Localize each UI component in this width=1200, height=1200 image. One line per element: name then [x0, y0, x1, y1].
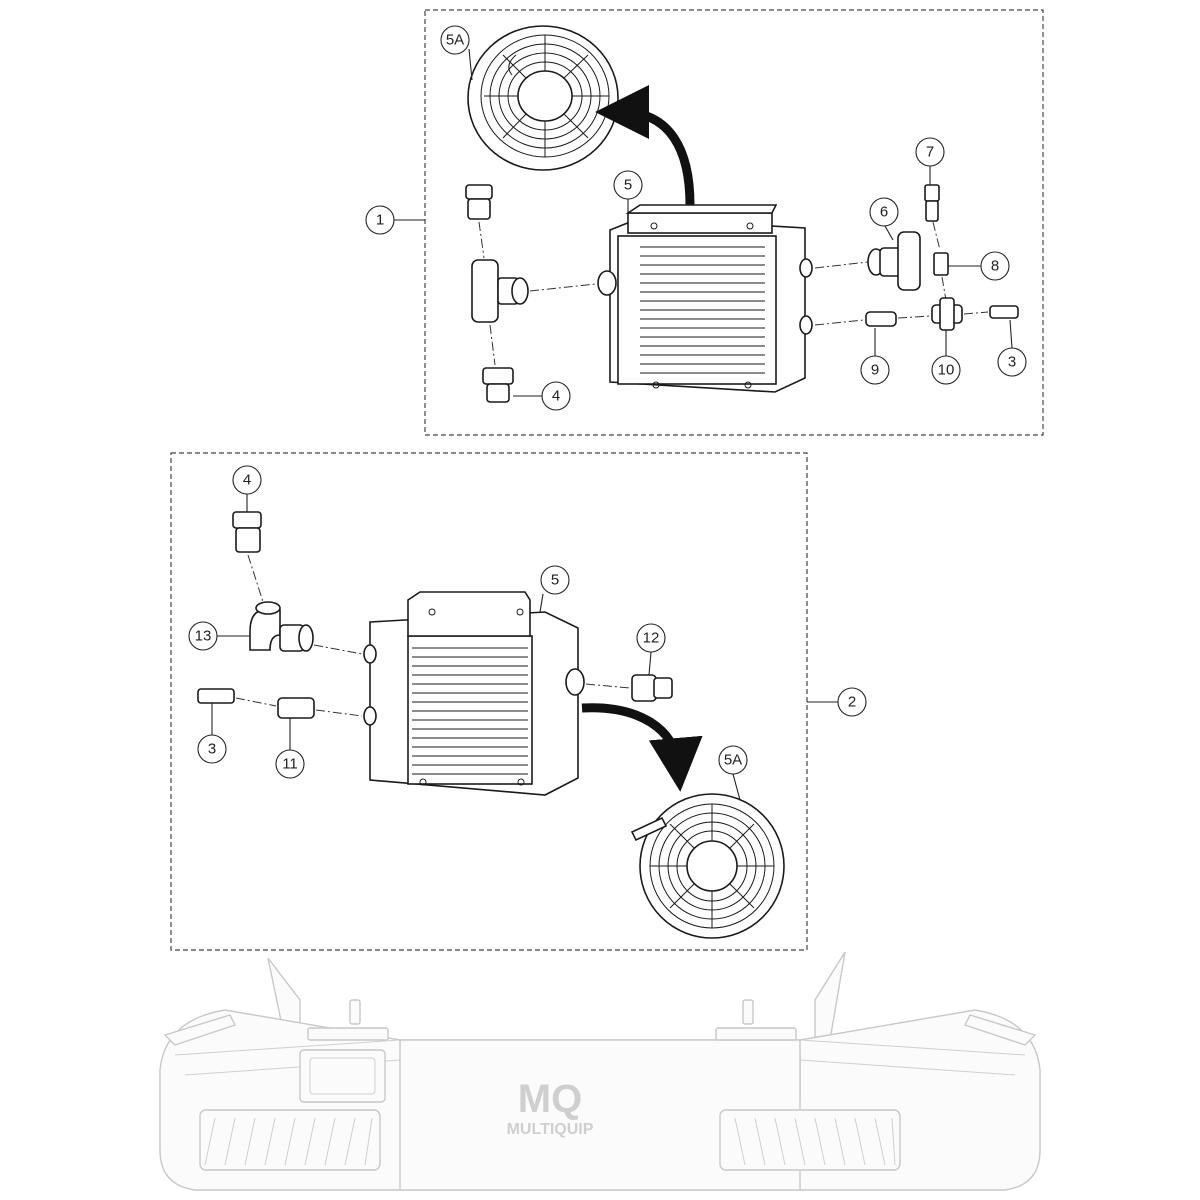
svg-text:8: 8 [991, 258, 999, 275]
tee-fitting-6 [867, 231, 921, 291]
svg-text:MULTIQUIP: MULTIQUIP [507, 1121, 594, 1138]
fan-direction-arrow-bottom [581, 703, 703, 792]
svg-text:5A: 5A [446, 32, 464, 49]
oil-cooler-bottom [363, 591, 585, 796]
svg-text:3: 3 [208, 741, 216, 758]
fitting-7 [924, 184, 940, 222]
elbow-fitting-13 [249, 601, 314, 652]
svg-text:9: 9 [871, 362, 879, 379]
callout-13: 13 [188, 621, 218, 651]
svg-text:5: 5 [551, 572, 559, 589]
svg-text:5: 5 [624, 177, 632, 194]
tee-fitting-top [471, 259, 529, 323]
fitting-3-bottom [197, 688, 235, 704]
fan-assembly-bottom [630, 793, 785, 939]
callout-2: 2 [837, 687, 867, 717]
callout-8: 8 [980, 251, 1010, 281]
assembly-box-1 [424, 9, 1044, 436]
callout-1: 1 [365, 205, 395, 235]
svg-text:12: 12 [643, 630, 660, 647]
svg-text:10: 10 [938, 362, 955, 379]
callout-10: 10 [931, 355, 961, 385]
fitting-4-bottom [232, 511, 262, 553]
callout-3-top: 3 [997, 347, 1027, 377]
svg-text:5A: 5A [724, 752, 742, 769]
svg-text:MQ: MQ [518, 1077, 582, 1121]
fitting-3-top [989, 305, 1019, 319]
adapter-fitting-top-left [465, 184, 493, 220]
callout-11: 11 [275, 749, 305, 779]
callout-5a-bottom: 5A [718, 745, 748, 775]
callout-5-bottom: 5 [540, 565, 570, 595]
tee-fitting-10 [931, 297, 963, 331]
svg-text:7: 7 [926, 144, 934, 161]
callout-5a-top: 5A [440, 25, 470, 55]
callout-4-bottom: 4 [232, 465, 262, 495]
callout-7: 7 [915, 137, 945, 167]
callout-6: 6 [869, 197, 899, 227]
fitting-8 [933, 252, 949, 276]
adapter-fitting-12 [631, 674, 673, 702]
multiquip-logo: MQ MULTIQUIP [507, 1077, 594, 1138]
svg-text:13: 13 [195, 628, 212, 645]
svg-text:2: 2 [848, 694, 856, 711]
fitting-9 [865, 311, 897, 327]
svg-text:4: 4 [552, 388, 560, 405]
callout-12: 12 [636, 623, 666, 653]
machine-frame-background [159, 951, 1041, 1191]
svg-text:3: 3 [1008, 354, 1016, 371]
callout-5-top: 5 [613, 170, 643, 200]
fan-direction-arrow-top [595, 85, 695, 206]
callout-9: 9 [860, 355, 890, 385]
coupling-11 [277, 697, 315, 719]
svg-text:11: 11 [282, 756, 298, 773]
oil-cooler-top [597, 204, 813, 393]
callout-4-top: 4 [541, 381, 571, 411]
svg-text:1: 1 [376, 212, 384, 229]
fan-assembly-top [467, 25, 619, 171]
fitting-4-top [482, 367, 514, 403]
svg-text:6: 6 [880, 204, 888, 221]
callout-3-bottom: 3 [197, 734, 227, 764]
svg-text:4: 4 [243, 472, 251, 489]
